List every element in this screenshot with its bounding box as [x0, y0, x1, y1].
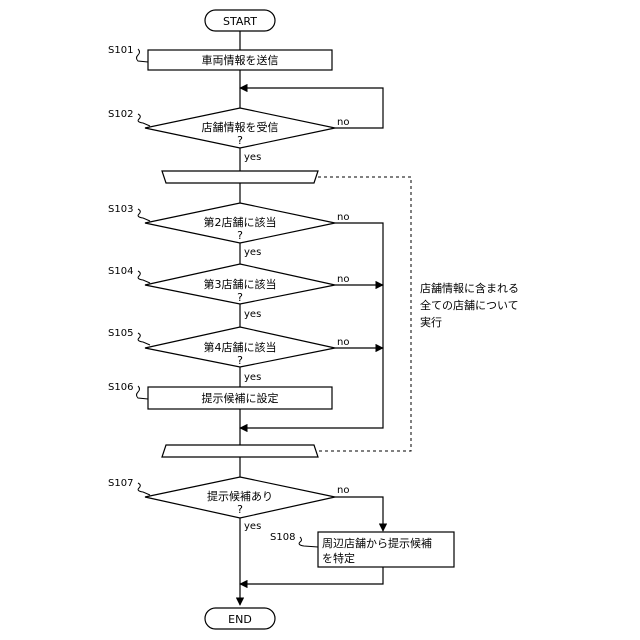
- s101-label: 車両情報を送信: [202, 53, 279, 67]
- process-s108: 周辺店舗から提示候補 を特定: [318, 532, 454, 567]
- connector-s107-no: [335, 497, 383, 531]
- s103-label: 第2店舗に該当: [204, 215, 277, 229]
- s105-question: ?: [237, 354, 243, 367]
- leader-s103: [138, 209, 150, 221]
- leader-s106: [137, 386, 149, 399]
- s104-yes-label: yes: [244, 309, 261, 320]
- s108-label-line2: を特定: [322, 551, 355, 565]
- leader-s104: [138, 271, 150, 283]
- step-label-s101: S101: [108, 45, 133, 56]
- step-label-s102: S102: [108, 109, 133, 120]
- end-label: END: [228, 613, 252, 626]
- decision-s107: 提示候補あり ?: [145, 477, 335, 518]
- s107-question: ?: [237, 503, 243, 516]
- s104-no-label: no: [337, 274, 349, 285]
- s108-label-line1: 周辺店舗から提示候補: [322, 536, 432, 550]
- start-label: START: [223, 15, 257, 28]
- end-node: END: [205, 608, 275, 629]
- s106-label: 提示候補に設定: [202, 391, 279, 405]
- s102-question: ?: [237, 134, 243, 147]
- s102-no-label: no: [337, 117, 349, 128]
- leader-s107: [138, 483, 150, 495]
- s104-label: 第3店舗に該当: [204, 277, 277, 291]
- loop-note-line1: 店舗情報に含まれる: [420, 281, 519, 295]
- step-label-s104: S104: [108, 266, 133, 277]
- loop-bracket: [318, 177, 411, 451]
- s103-question: ?: [237, 229, 243, 242]
- step-label-s105: S105: [108, 328, 133, 339]
- s102-yes-label: yes: [244, 152, 261, 163]
- step-label-s107: S107: [108, 478, 133, 489]
- s107-label: 提示候補あり: [207, 489, 273, 503]
- decision-s104: 第3店舗に該当 ?: [145, 264, 335, 304]
- s103-yes-label: yes: [244, 247, 261, 258]
- leader-s108: [299, 537, 318, 547]
- step-label-s106: S106: [108, 382, 133, 393]
- s104-question: ?: [237, 291, 243, 304]
- loop-start-node: [162, 171, 318, 183]
- s105-no-label: no: [337, 337, 349, 348]
- loop-note: 店舗情報に含まれる 全ての店舗について 実行: [420, 281, 519, 329]
- step-label-s108: S108: [270, 532, 295, 543]
- process-s101: 車両情報を送信: [148, 50, 332, 70]
- s103-no-label: no: [337, 212, 349, 223]
- process-s106: 提示候補に設定: [148, 387, 332, 409]
- start-node: START: [205, 10, 275, 31]
- loop-end-node: [162, 445, 318, 457]
- s105-yes-label: yes: [244, 372, 261, 383]
- decision-s103: 第2店舗に該当 ?: [145, 203, 335, 243]
- decision-s102: 店舗情報を受信 ?: [145, 108, 335, 148]
- leader-s101: [137, 49, 149, 62]
- step-label-s103: S103: [108, 204, 133, 215]
- s105-label: 第4店舗に該当: [204, 340, 277, 354]
- s107-no-label: no: [337, 485, 349, 496]
- loop-note-line2: 全ての店舗について: [420, 298, 519, 312]
- s102-label: 店舗情報を受信: [202, 120, 279, 134]
- connector-s108-merge: [240, 567, 383, 584]
- leader-s102: [138, 114, 150, 126]
- s107-yes-label: yes: [244, 521, 261, 532]
- leader-s105: [138, 333, 150, 345]
- decision-s105: 第4店舗に該当 ?: [145, 327, 335, 367]
- loop-note-line3: 実行: [420, 315, 442, 329]
